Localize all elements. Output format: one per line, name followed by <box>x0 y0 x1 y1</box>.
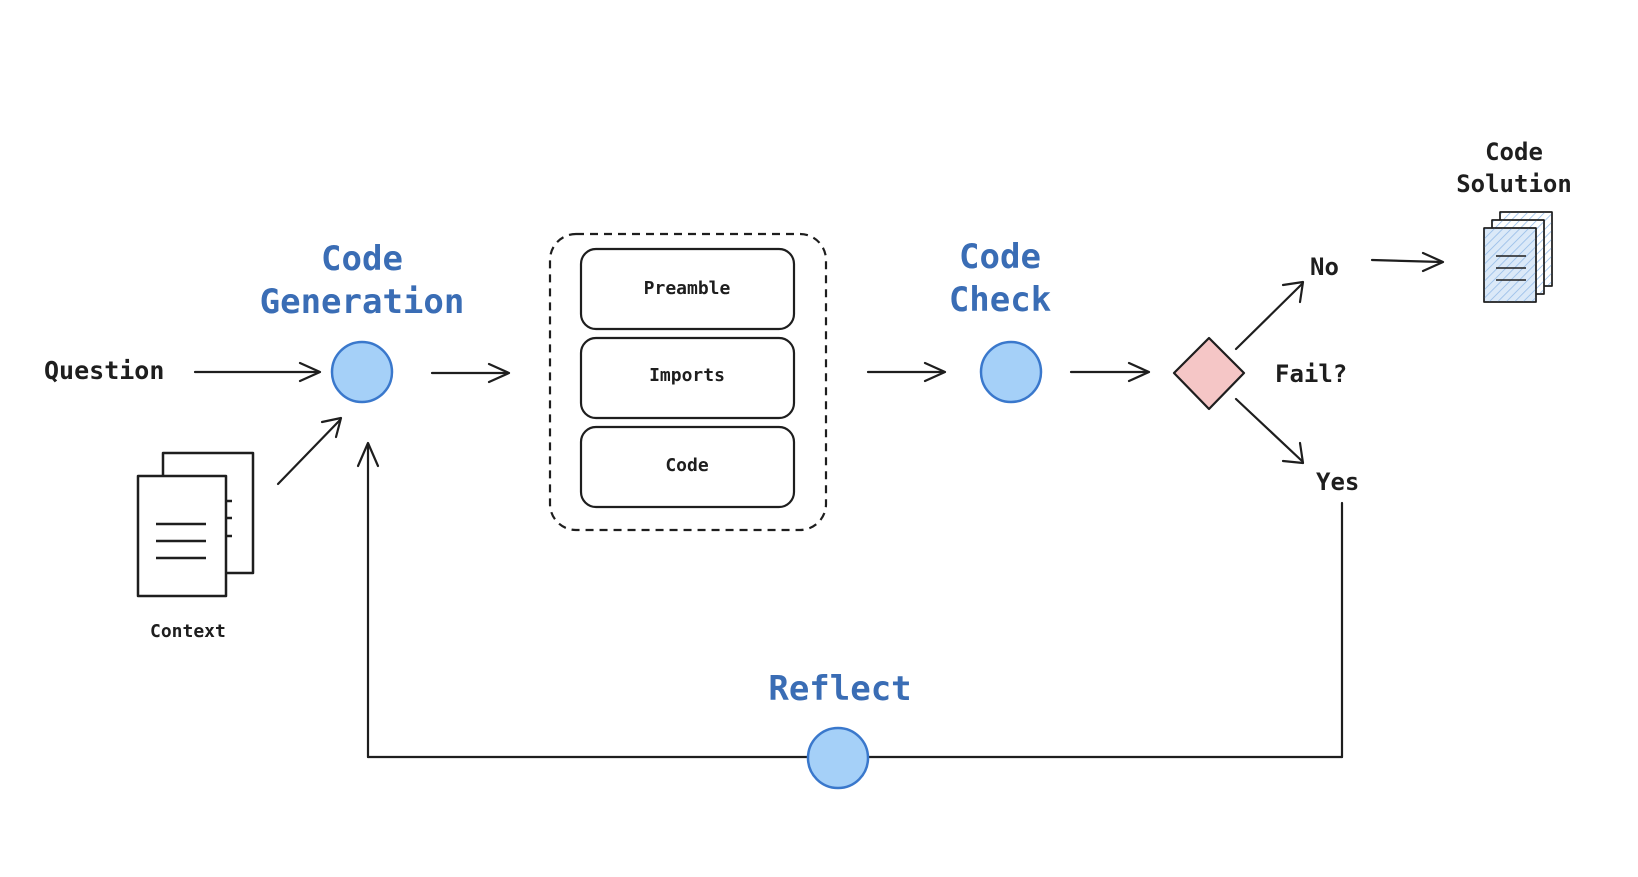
check-to-decision-arrow <box>1069 361 1151 383</box>
question-label: Question <box>44 356 165 385</box>
code-check-title-line1: Code <box>959 237 1041 277</box>
code-generation-title-line1: Code <box>321 239 403 279</box>
reflect-node <box>806 726 870 790</box>
code-to-check-arrow <box>866 361 947 383</box>
preamble-label: Preamble <box>643 278 731 299</box>
reflect-title: Reflect <box>768 669 912 709</box>
context-arrow <box>276 416 343 486</box>
no-to-solution-arrow <box>1370 251 1445 273</box>
imports-label: Imports <box>649 365 725 386</box>
fail-decision-label: Fail? <box>1275 360 1348 388</box>
code-label: Code <box>665 455 709 476</box>
code-solution-title-line1: Code <box>1485 138 1543 166</box>
code-generation-title-line2: Generation <box>259 282 465 322</box>
code-solution-title-line2: Solution <box>1456 170 1572 198</box>
yes-label: Yes <box>1316 468 1360 496</box>
generation-output-arrow <box>430 362 511 384</box>
code-container <box>548 232 828 532</box>
document-stack-icon <box>136 451 255 598</box>
context-label: Context <box>150 621 226 642</box>
code-check-node <box>979 340 1043 404</box>
code-generation-node <box>330 340 394 404</box>
reflect-loop-line <box>356 441 1344 759</box>
code-check-title-line2: Check <box>948 280 1052 320</box>
code-block <box>579 425 796 509</box>
no-label: No <box>1310 253 1339 281</box>
question-arrow <box>193 361 322 383</box>
no-branch-arrow <box>1234 280 1305 351</box>
preamble-block <box>579 247 796 331</box>
yes-branch-arrow <box>1234 397 1305 465</box>
code-solution-icon <box>1483 211 1553 303</box>
fail-decision-diamond <box>1172 336 1246 411</box>
imports-block <box>579 336 796 420</box>
